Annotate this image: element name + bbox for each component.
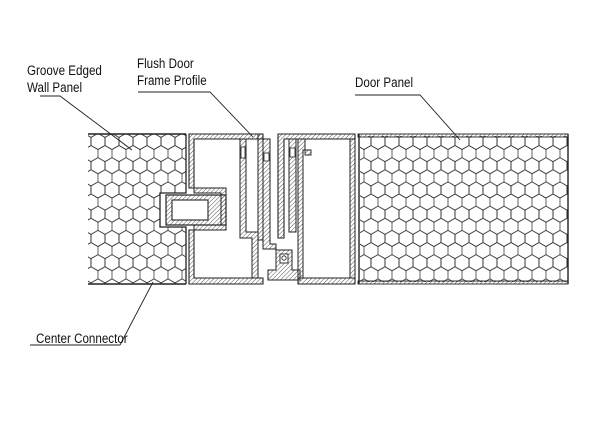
label-wall-panel: Groove Edged Wall Panel — [27, 62, 102, 96]
label-wall-panel-line1: Groove Edged — [27, 63, 102, 78]
leader-center-connector — [30, 281, 154, 346]
gasket — [267, 249, 301, 281]
leader-lines — [30, 91, 461, 346]
frame-profile — [188, 133, 356, 285]
leader-door-panel — [355, 94, 461, 141]
leader-frame-profile — [138, 91, 254, 138]
wall-panel — [88, 133, 187, 285]
label-door-panel: Door Panel — [355, 75, 414, 90]
label-frame-profile-line2: Frame Profile — [137, 73, 207, 88]
label-frame-profile-line1: Flush Door — [137, 56, 194, 71]
leader-wall-panel — [40, 95, 133, 151]
center-connector — [165, 194, 227, 226]
door-panel — [357, 133, 569, 285]
label-frame-profile: Flush Door Frame Profile — [137, 55, 207, 89]
label-center-connector: Center Connector — [36, 331, 128, 346]
label-wall-panel-line2: Wall Panel — [27, 80, 83, 95]
